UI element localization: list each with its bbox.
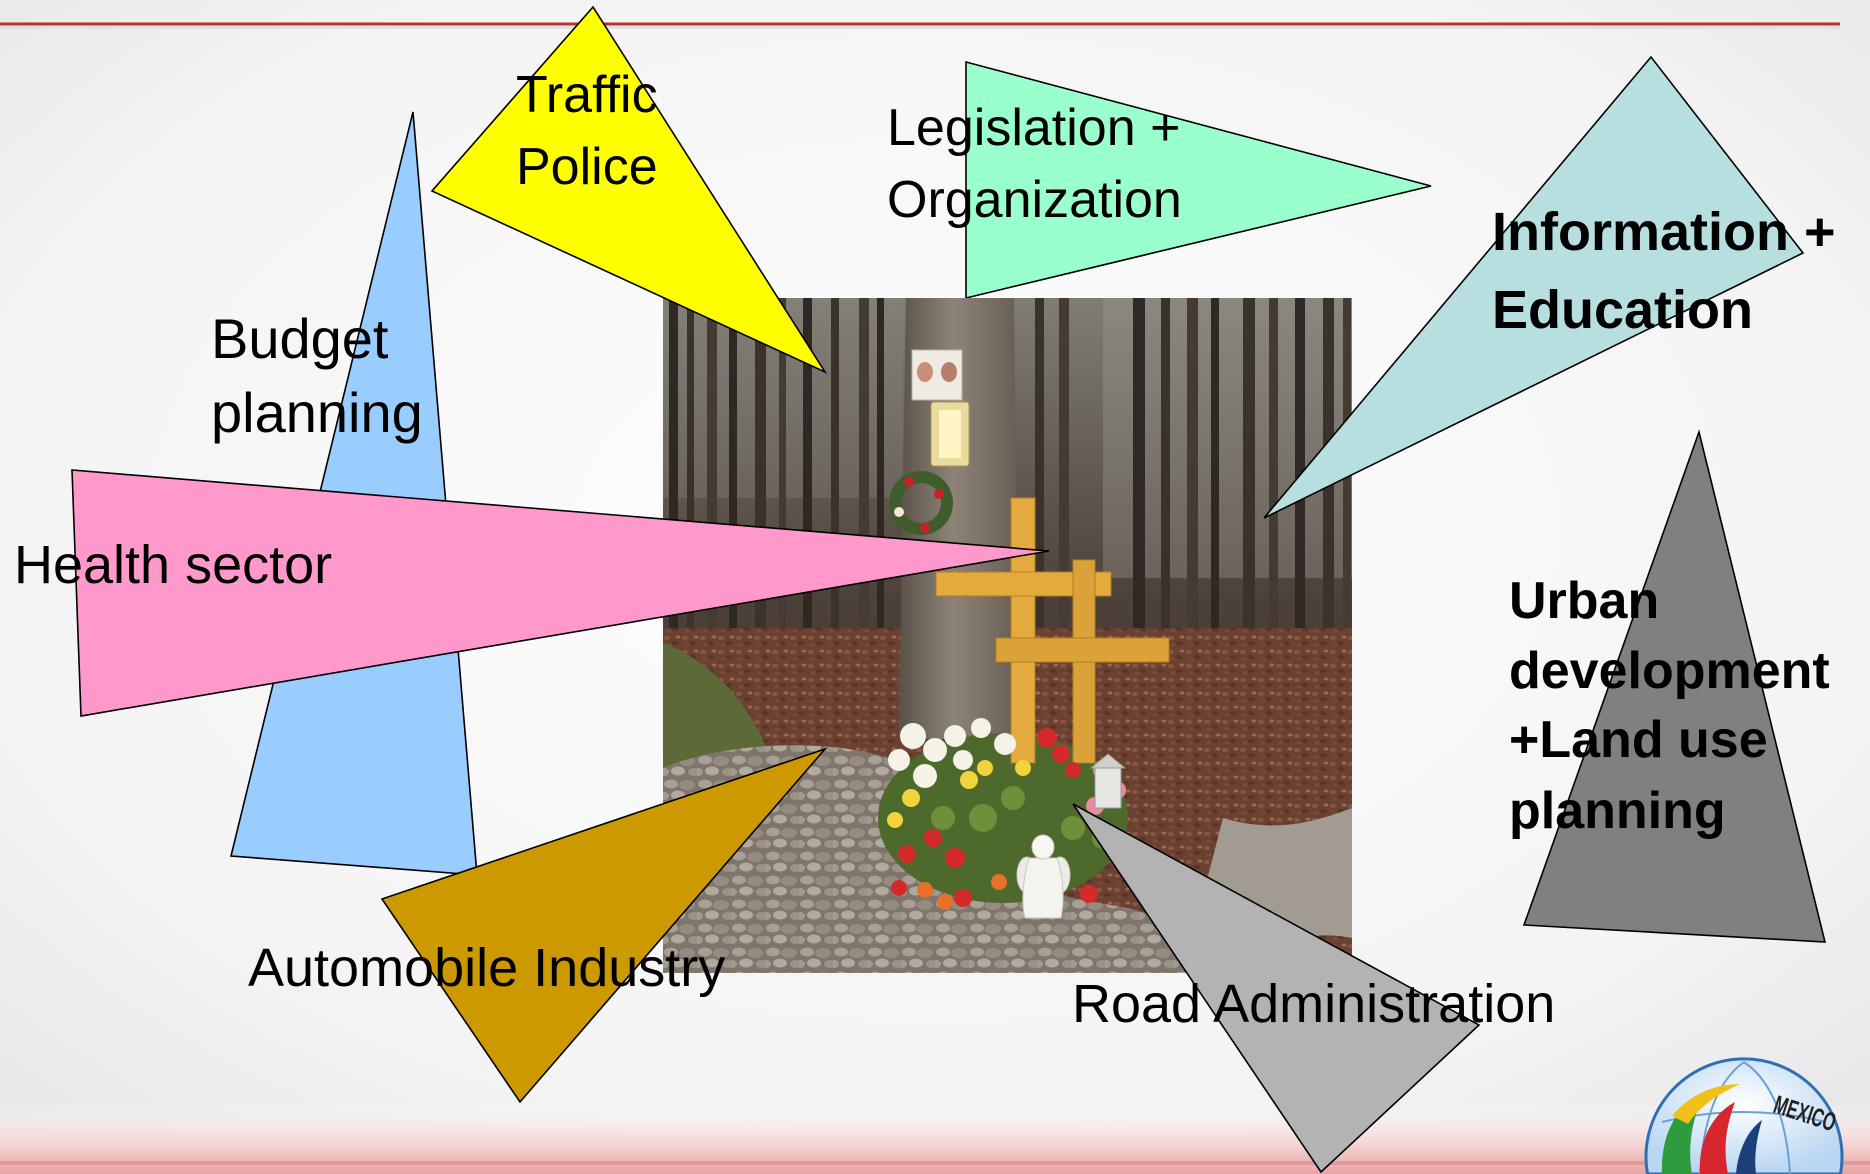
photo-flower [1052,745,1070,763]
forest-tree-trunk [831,298,839,718]
label-health-sector: Health sector [14,535,332,595]
logo-red-swoosh [1699,1102,1735,1174]
photo-wreath-rose [894,507,904,517]
photo-flower [937,894,953,910]
photo-flower [1015,760,1031,776]
photo-flower [891,880,907,896]
forest-tree-trunk [1295,298,1305,648]
photo-lantern-glow [939,410,961,458]
photo-flower [1001,786,1025,810]
photo-flower [945,848,965,868]
triangle-road-administration [1072,803,1481,1174]
photo-flower [917,882,933,898]
photo-wreath-rose [934,489,944,499]
label-legislation-organization: Legislation + [887,99,1180,157]
forest-tree-trunk [779,298,786,738]
event-logo: MEXICO [1644,1057,1844,1174]
photo-flower [924,829,942,847]
photo-flower [888,749,910,771]
forest-tree-trunk [803,298,812,728]
photo-grave-lantern-roof [1089,753,1127,769]
label-urban-development: planning [1509,782,1726,840]
label-legislation-organization: Organization [887,171,1182,229]
forest-tree-trunk [1243,298,1255,678]
label-road-administration: Road Administration [1072,974,1555,1034]
label-budget-planning: planning [211,381,423,444]
photo-flower [991,874,1007,890]
label-information-education: Education [1492,280,1753,340]
triangle-health-sector [71,469,1050,717]
photo-flower [994,733,1016,755]
forest-tree-trunk [877,298,884,708]
forest-tree-trunk [1133,298,1145,658]
photo-flower [1037,728,1057,748]
label-urban-development: Urban [1509,572,1659,630]
label-urban-development: +Land use [1509,711,1768,769]
photo-flower [969,804,997,832]
photo-flower [898,845,916,863]
triangle-legislation-organization [965,60,1432,300]
photo-flower [1065,762,1081,778]
angel-body [1022,857,1064,919]
logo-globe [1644,1057,1844,1174]
forest-tree-trunk [859,298,869,718]
label-traffic-police: Traffic [516,66,658,124]
triangle-automobile-industry [380,747,828,1104]
photo-flower [1061,816,1085,840]
label-budget-planning: Budget [211,307,389,370]
forest-tree-trunk [1035,298,1044,628]
photo-cross-1-post [1010,497,1036,764]
forest-tree-trunk [1161,298,1170,648]
photo-flower [954,889,972,907]
photo-flower [931,806,955,830]
photo-grave-lantern [1094,767,1122,809]
triangle-traffic-police [430,5,828,374]
forest-tree-trunk [1187,298,1198,638]
triangle-information-education [1263,55,1805,519]
photo-flower [977,760,993,776]
photo-content [663,298,1352,973]
photo-flower [960,771,978,789]
photo-cross-2-bar [995,637,1170,663]
photo-big-tree-trunk [899,298,1019,739]
photo-flower [902,789,920,807]
label-urban-development: development [1509,642,1830,700]
forest-tree-trunk [729,298,737,748]
logo-yellow-swoosh [1672,1084,1740,1124]
photo-flower [887,812,903,828]
photo-angel-statue [1016,834,1071,919]
photo-wreath-rose [904,477,914,487]
forest-tree-trunk [1059,298,1069,628]
label-automobile-industry: Automobile Industry [248,938,725,998]
photo-flower [913,764,937,788]
triangle-urban-development [1522,429,1827,943]
label-traffic-police: Police [516,138,658,196]
photo-grass-patch [663,643,773,778]
photo-flower [953,750,973,770]
photo-portrait-face-right [941,362,957,382]
photo-flower [971,718,991,738]
label-information-education: Information + [1492,202,1836,262]
photo-wreath-rose [920,523,930,533]
logo-figure-outline [1736,1120,1762,1174]
angel-head [1031,834,1055,860]
memorial-photo [663,298,1352,973]
photo-flower [900,723,926,749]
photo-flower [923,738,947,762]
photo-portrait-face-left [917,362,933,382]
forest-tree-trunk [1211,298,1219,658]
forest-tree-trunk [755,298,766,743]
photo-flower [1080,885,1098,903]
forest-tree-trunk [1269,298,1278,658]
photo-flower [944,725,966,747]
